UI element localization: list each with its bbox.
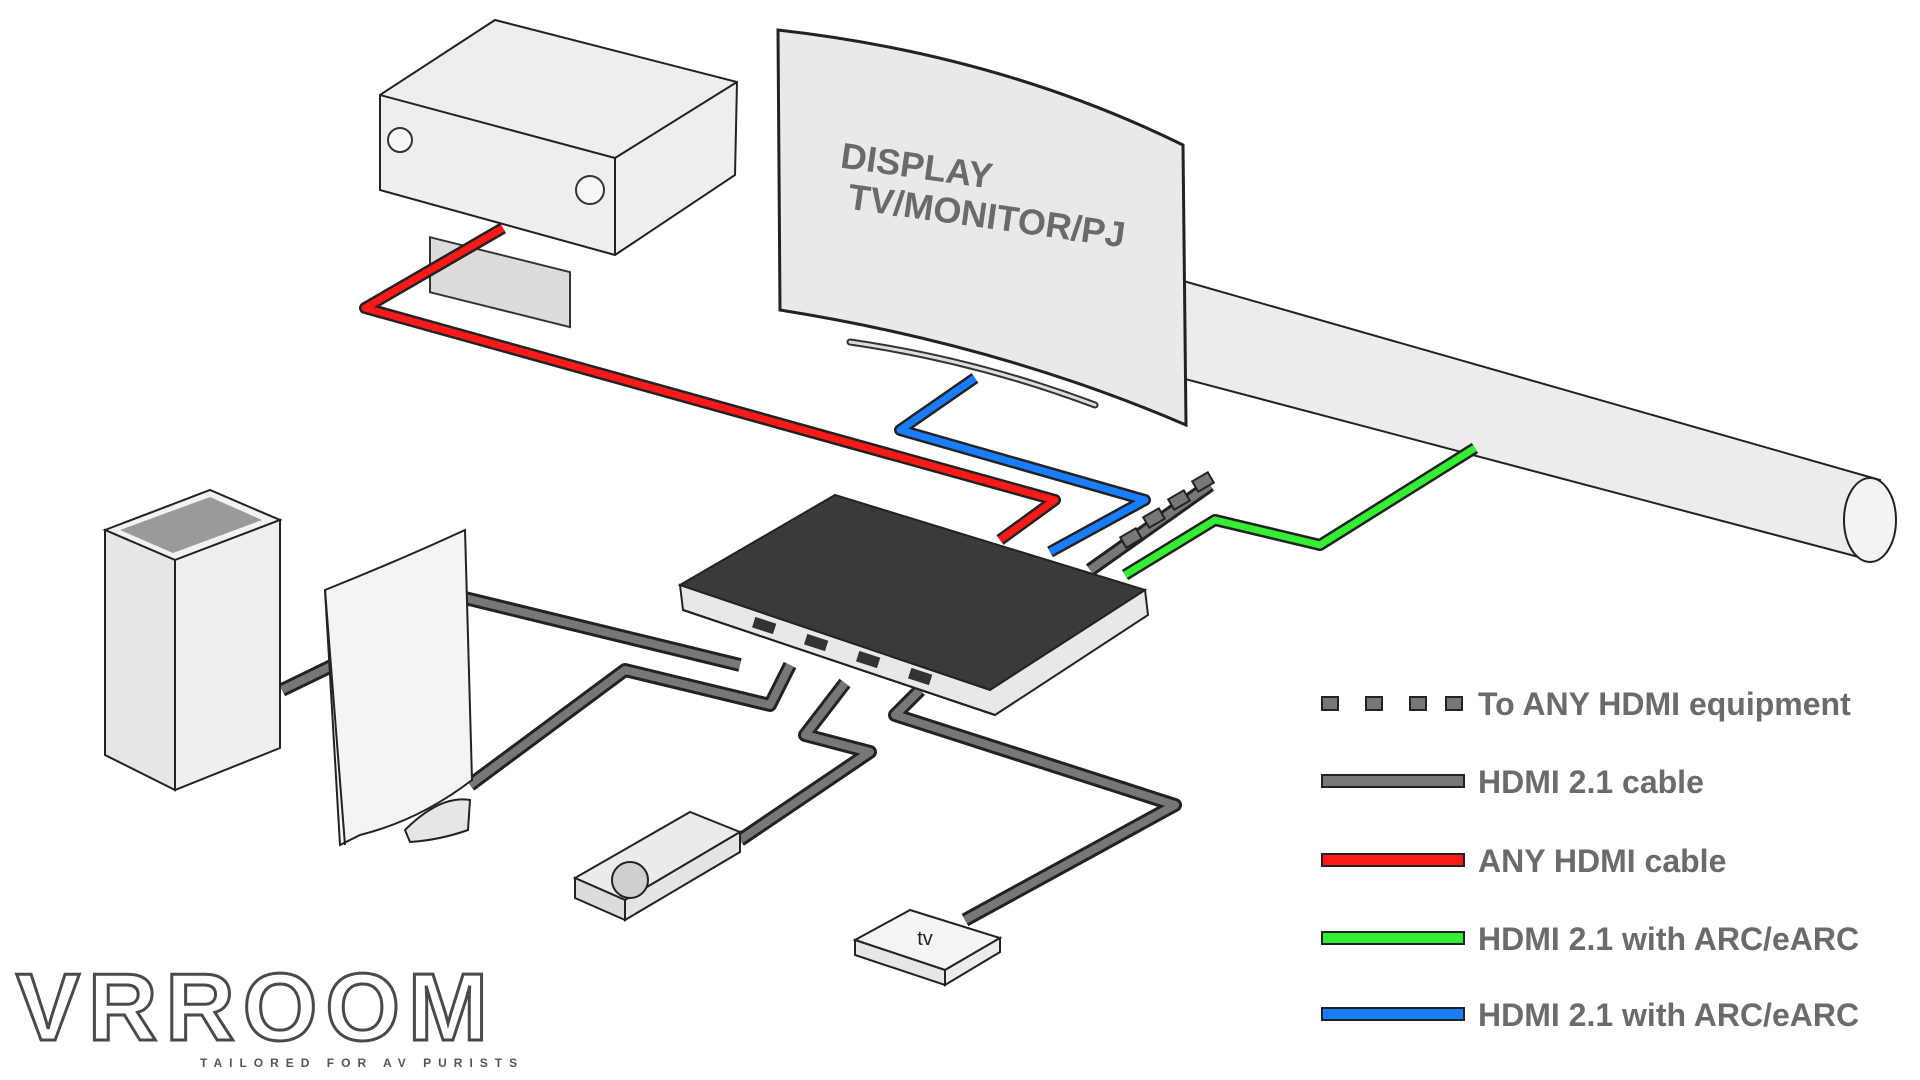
hdmi-port-4 [907,667,933,686]
gray-cable-ps5 [465,661,797,791]
legend-label-blue: HDMI 2.1 with ARC/eARC [1478,997,1860,1033]
brand-logo: VRROOM [15,954,496,1061]
legend-swatch-blue [1321,1007,1465,1021]
legend-swatches [1321,696,1465,1021]
xbox-console [102,488,283,792]
legend-label-green: HDMI 2.1 with ARC/eARC [1478,921,1860,957]
soundbar [1168,278,1897,563]
hdmi-port-3 [855,650,881,669]
apple-tv-label: tv [917,928,933,950]
legend-swatch-dashed [1321,696,1463,711]
brand-tagline: TAILORED FOR AV PURISTS [200,1056,525,1070]
gpu-card [572,810,743,922]
legend-label-red: ANY HDMI cable [1478,843,1727,879]
av-receiver [379,18,739,329]
legend-swatch-gray [1321,774,1465,788]
hdmi-switch [677,493,1150,717]
hdmi-port-1 [751,616,777,635]
hdmi-port-2 [803,633,829,652]
display-tv: DISPLAY TV/MONITOR/PJ [776,28,1188,428]
apple-tv: tv [852,908,1003,987]
legend-swatch-green [1321,931,1465,945]
legend-swatch-red [1321,853,1465,867]
legend-label-dashed: To ANY HDMI equipment [1478,686,1851,722]
legend-label-gray: HDMI 2.1 cable [1478,764,1704,800]
ps5-console [323,528,474,847]
dashed-connector-marks [1118,470,1216,550]
